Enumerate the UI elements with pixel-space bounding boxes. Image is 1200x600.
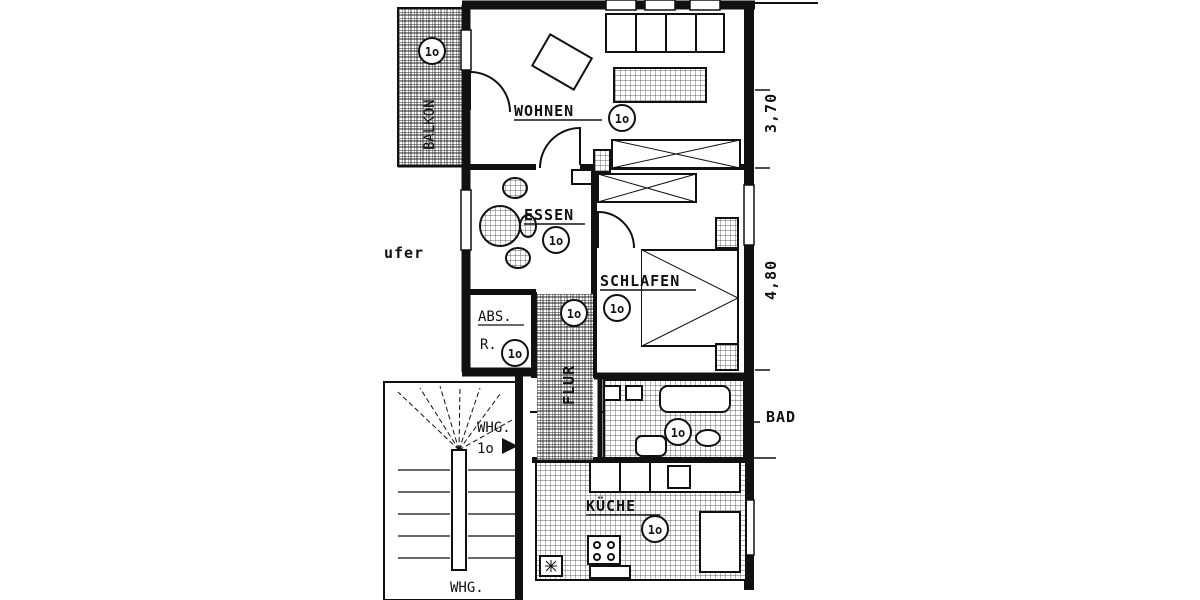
stair-apartment-label: WHG.	[450, 580, 484, 596]
room-label-flur: FLUR	[560, 365, 578, 405]
marker-wohnen-text: 1o	[615, 112, 629, 126]
entry-arrow	[502, 438, 518, 454]
marker-flur-text: 1o	[567, 307, 581, 321]
marker-balkon-text: 1o	[425, 45, 439, 59]
dimension-width-lower: 4,80	[762, 260, 780, 300]
room-label-balkon: BALKON	[422, 99, 438, 150]
marker-bad-text: 1o	[671, 426, 685, 440]
marker-schlafen	[603, 294, 631, 322]
marker-abs	[501, 339, 529, 367]
stairwell	[383, 381, 519, 600]
marker-essen	[542, 226, 570, 254]
dimension-ticks	[745, 89, 776, 459]
marker-wohnen	[608, 104, 636, 132]
room-label-essen: ESSEN	[524, 206, 574, 224]
marker-abs-text: 1o	[508, 347, 522, 361]
room-label-bad: BAD	[766, 408, 796, 426]
apartment-entry-label: WHG.	[477, 420, 511, 436]
kitchen-fixtures	[535, 461, 747, 581]
marker-essen-text: 1o	[549, 234, 563, 248]
room-label-schlafen: SCHLAFEN	[600, 272, 680, 290]
windows	[460, 0, 755, 556]
room-label-kueche: KÜCHE	[586, 496, 636, 515]
living-furniture	[530, 13, 741, 169]
room-label-abs: ABS.	[478, 309, 512, 325]
neighbor-label: ufer	[384, 244, 424, 262]
marker-kueche-text: 1o	[648, 523, 662, 537]
room-label-abs-r: R.	[480, 337, 497, 353]
marker-flur	[560, 299, 588, 327]
dining-furniture	[479, 149, 611, 269]
apartment-entry-number: 1o	[477, 441, 494, 457]
dimension-width-upper: 3,70	[762, 93, 780, 133]
marker-balkon	[418, 37, 446, 65]
bedroom-furniture	[597, 173, 740, 371]
balcony	[397, 7, 465, 168]
marker-kueche	[641, 515, 669, 543]
floor-markers	[418, 37, 692, 543]
marker-bad	[664, 418, 692, 446]
marker-schlafen-text: 1o	[610, 302, 624, 316]
room-label-wohnen: WOHNEN	[514, 102, 574, 120]
